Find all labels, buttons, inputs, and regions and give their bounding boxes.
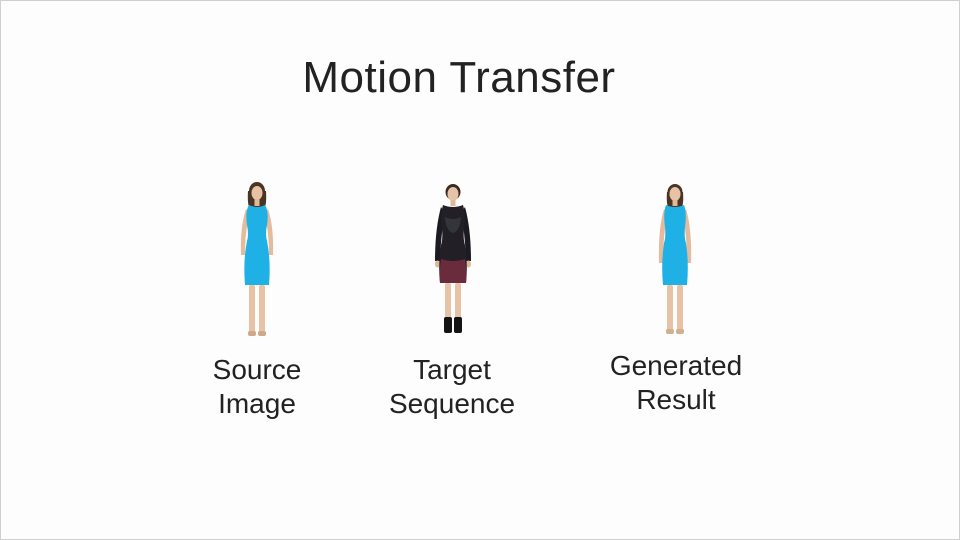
slide-title: Motion Transfer xyxy=(302,53,616,102)
caption-line-1: Target xyxy=(413,354,491,385)
source-image-caption: Source Image xyxy=(177,353,337,421)
caption-line-2: Sequence xyxy=(388,388,516,419)
generated-result-figure xyxy=(595,183,755,343)
caption-line-1: Source xyxy=(212,354,302,385)
target-sequence-figure xyxy=(373,183,533,343)
generated-result-caption: Generated Result xyxy=(596,349,756,417)
caption-line-2: Image xyxy=(218,388,296,419)
source-image-figure xyxy=(177,181,337,343)
target-sequence-caption: Target Sequence xyxy=(372,353,532,421)
caption-line-1: Generated xyxy=(609,350,743,381)
caption-line-2: Result xyxy=(636,384,716,415)
